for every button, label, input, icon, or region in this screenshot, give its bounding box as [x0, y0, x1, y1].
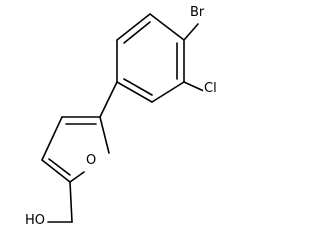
bromine-label: Br: [189, 5, 206, 20]
structure-canvas: Br Cl O HO: [24, 5, 218, 228]
bond-c-cl: [183, 81, 207, 93]
bond-c4-c5: [151, 81, 185, 103]
skeletal-structure: [41, 13, 207, 223]
bond-c1-c2: [116, 13, 151, 41]
chlorine-label: Cl: [203, 81, 218, 96]
bond-c2-ch2: [69, 181, 73, 223]
bond-c3-c4: [116, 81, 153, 103]
bond-c3-c4-inner: [123, 78, 153, 96]
bond-c-br: [183, 23, 199, 41]
bond-furan-c2-o: [69, 171, 85, 183]
bond-c1-c2-inner: [123, 21, 151, 44]
bond-furan-c3-c2: [41, 159, 71, 183]
hydroxyl-label: HO: [24, 213, 47, 228]
bond-furan-c4-c3: [41, 116, 63, 161]
bond-c6-c1: [149, 13, 185, 41]
bond-aryl-furan: [99, 81, 118, 118]
furan-oxygen-label: O: [85, 153, 98, 168]
bond-furan-c3-c2-inner: [48, 158, 71, 176]
bond-furan-o-c5: [99, 116, 110, 154]
